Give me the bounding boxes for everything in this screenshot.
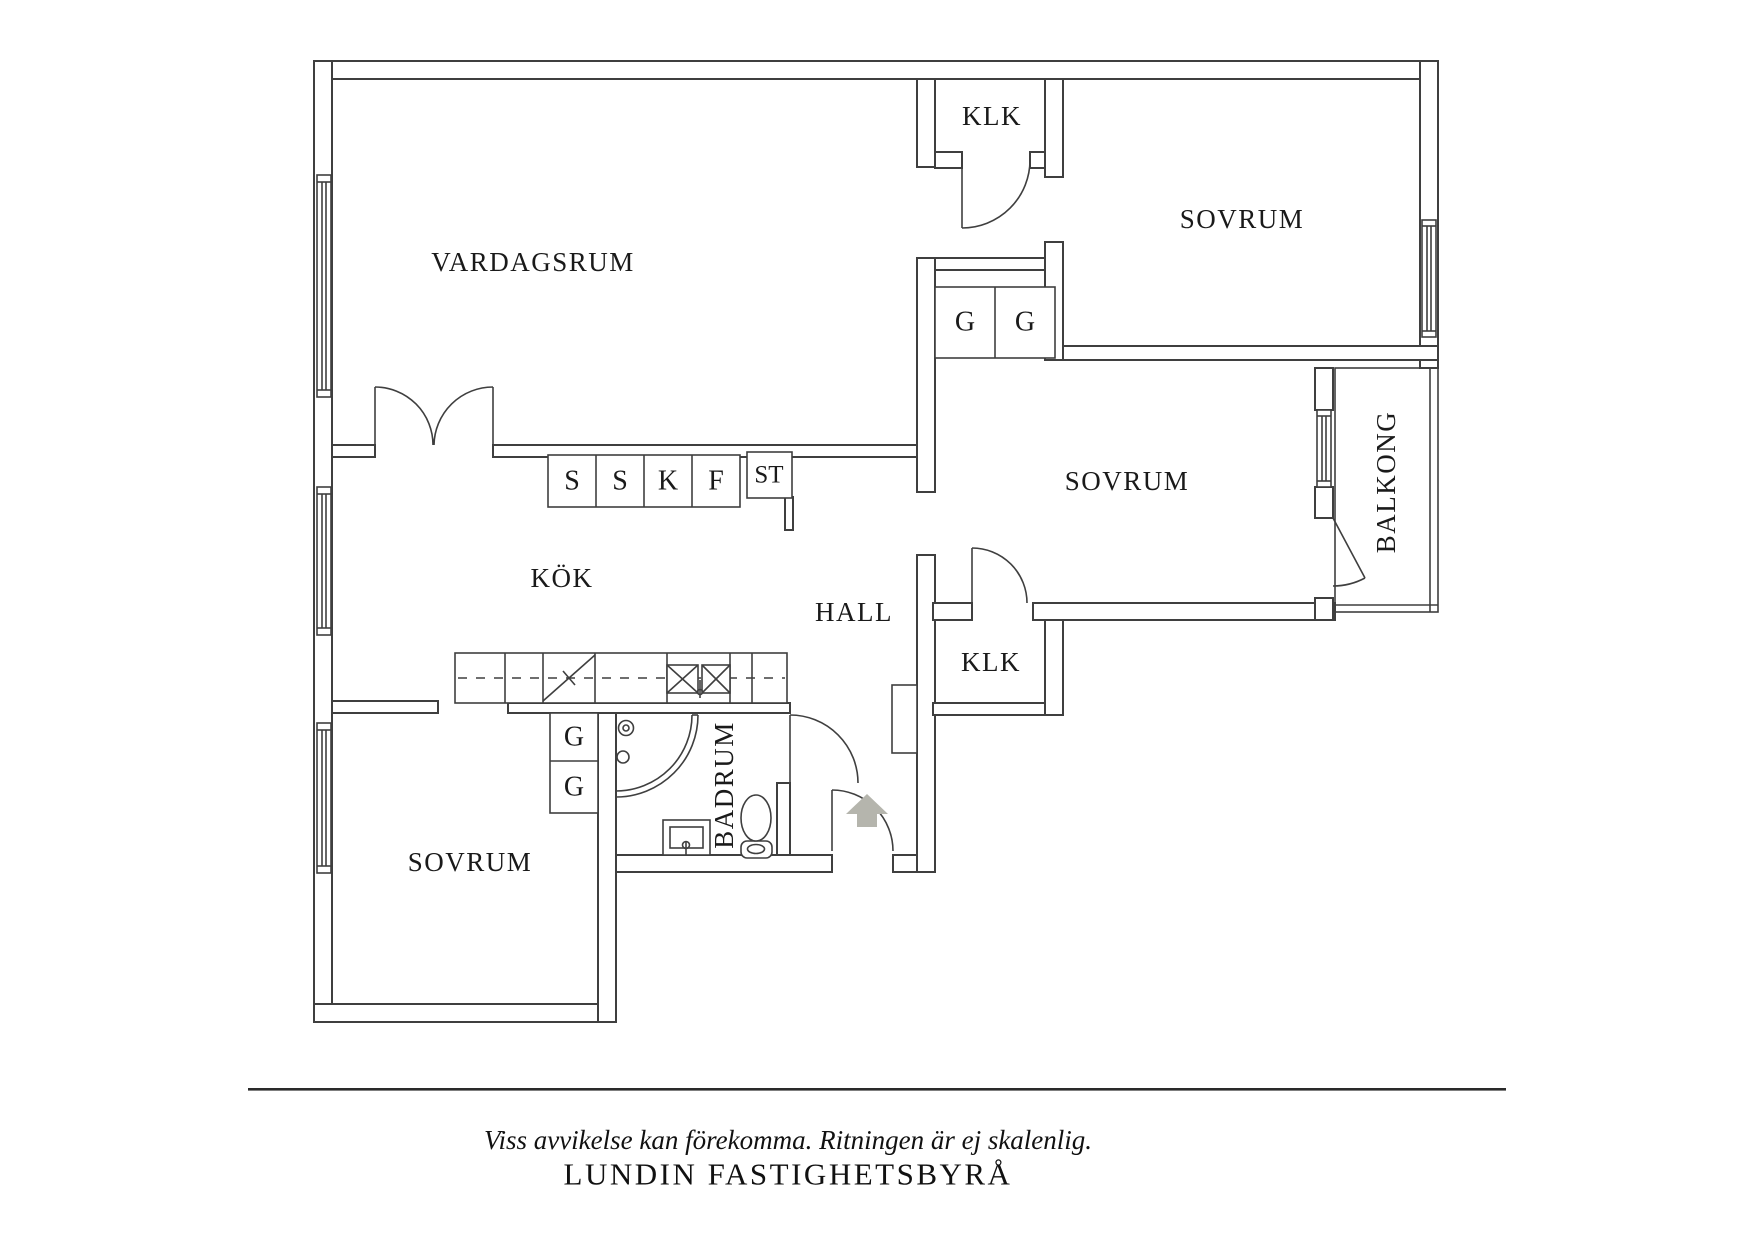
washbasin-icon — [662, 819, 711, 856]
wall-klk-middle-right — [1044, 619, 1064, 716]
wall-entry-bottom-left — [615, 854, 833, 873]
wall-sovrum-top-bottom — [1062, 345, 1439, 361]
door-badrum-icon — [789, 714, 859, 784]
hall-niche — [891, 684, 918, 754]
label-vardagsrum: VARDAGSRUM — [431, 247, 635, 277]
label-wardrobe-4: G — [564, 772, 584, 803]
window-sovrum-bl-icon — [316, 722, 332, 874]
door-balcony-icon — [1332, 517, 1366, 587]
label-sovrum-top-right: SOVRUM — [1180, 204, 1305, 234]
label-sovrum-middle: SOVRUM — [1065, 466, 1190, 496]
kitchen-counter — [454, 652, 788, 704]
wall-sovrum-bl-top — [331, 700, 439, 714]
wall-bottomleft-bottom — [313, 1003, 617, 1023]
wall-sovrum-middle-right-c — [1314, 597, 1334, 621]
label-badrum: BADRUM — [709, 721, 739, 849]
kitchen-upper-cabinets — [547, 451, 793, 508]
entrance-arrow-icon — [846, 794, 888, 827]
label-klk-middle: KLK — [961, 647, 1021, 677]
label-unit-st: ST — [754, 462, 783, 489]
door-klk-middle-icon — [971, 547, 1028, 604]
wall-sovrum-middle-right-a — [1314, 367, 1334, 411]
wall-bottomleft-right — [597, 702, 617, 1023]
footer-disclaimer: Viss avvikelse kan förekomma. Ritningen … — [484, 1125, 1092, 1155]
wall-sovrum-middle-bottom-right — [1032, 602, 1336, 621]
cabinet-st — [746, 451, 793, 499]
wall-vardagsrum-divider-upper — [916, 78, 936, 168]
label-wardrobe-2: G — [1015, 307, 1035, 338]
wall-vestibule-right-upper — [1044, 78, 1064, 178]
wall-klk-top-bottom-right — [1029, 151, 1046, 169]
footer-brand: LUNDIN FASTIGHETSBYRÅ — [564, 1157, 1013, 1192]
wall-badrum-top — [507, 702, 791, 714]
bathroom-fixtures — [615, 714, 773, 859]
window-sovrum-middle-icon — [1316, 409, 1332, 488]
wardrobes-sovrum-bottomleft — [549, 712, 599, 814]
wall-vestibule-bottom — [934, 257, 1046, 271]
label-hall: HALL — [815, 597, 893, 627]
stove-icon — [542, 654, 596, 702]
label-kok: KÖK — [531, 563, 594, 593]
wall-exterior-top — [313, 60, 1439, 80]
balcony-outline — [1334, 367, 1439, 613]
doors — [374, 159, 1366, 852]
label-unit-s1: S — [564, 466, 580, 497]
wall-vardagsrum-divider-lower — [916, 257, 936, 493]
label-klk-top: KLK — [962, 101, 1022, 131]
toilet-icon — [740, 794, 773, 859]
label-unit-f: F — [708, 466, 724, 497]
footer: Viss avvikelse kan förekomma. Ritningen … — [248, 1088, 1506, 1192]
wardrobes-sovrum-middle — [934, 286, 1056, 359]
double-door-vardagsrum-icon — [374, 386, 494, 446]
sink-icon — [666, 664, 731, 698]
window-kok-icon — [316, 486, 332, 636]
wall-sovrum-middle-bottom-left — [932, 602, 973, 621]
wall-kok-divider-left — [331, 444, 376, 458]
wall-sovrum-middle-right-b — [1314, 486, 1334, 519]
label-unit-k: K — [658, 466, 678, 497]
window-vardagsrum-icon — [316, 174, 332, 398]
door-klk-top-icon — [961, 159, 1031, 229]
room-labels: VARDAGSRUM KLK SOVRUM SOVRUM SOVRUM KÖK … — [408, 101, 1401, 877]
wall-badrum-right — [776, 782, 791, 856]
wall-st-stub — [784, 496, 794, 531]
window-sovrum-top-icon — [1421, 219, 1437, 338]
label-sovrum-bottom-left: SOVRUM — [408, 847, 533, 877]
wall-klk-top-bottom-left — [934, 151, 963, 169]
label-wardrobe-3: G — [564, 722, 584, 753]
label-balkong: BALKONG — [1371, 411, 1401, 554]
footer-rule — [248, 1088, 1506, 1091]
wall-klk-middle-bottom — [932, 702, 1064, 716]
label-unit-s2: S — [612, 466, 628, 497]
label-wardrobe-1: G — [955, 307, 975, 338]
shower-icon — [615, 714, 699, 798]
windows — [316, 174, 1437, 874]
